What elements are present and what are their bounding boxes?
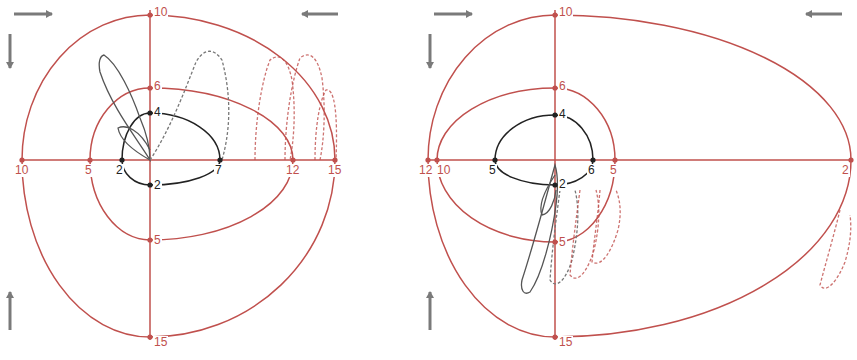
contour-curve: [495, 115, 593, 185]
axis-value: 2: [841, 164, 850, 177]
axis-value: 10: [153, 6, 168, 19]
point-dot: [19, 157, 24, 162]
point-dot: [147, 12, 152, 17]
direction-arrows: [10, 14, 842, 330]
point-dot: [147, 85, 152, 90]
axis-value: 10: [436, 164, 451, 177]
point-dot: [552, 239, 557, 244]
axis-value: 5: [558, 236, 567, 249]
point-dot: [332, 157, 337, 162]
axis-value: 5: [153, 234, 162, 247]
axis-value: 5: [609, 164, 618, 177]
contour-curve: [22, 15, 335, 337]
point-dot: [552, 334, 557, 339]
axis-value: 6: [153, 80, 162, 93]
point-dot: [290, 157, 295, 162]
contour-curve: [428, 15, 851, 337]
point-dot: [87, 157, 92, 162]
point-dot: [425, 157, 430, 162]
axis-value: 2: [115, 164, 124, 177]
point-dot: [552, 182, 557, 187]
contour-curve: [437, 88, 615, 242]
point-dot: [848, 157, 853, 162]
axis-line: [20, 159, 336, 161]
point-dot: [217, 157, 222, 162]
axis-line: [149, 10, 151, 340]
axis-value: 2: [153, 179, 162, 192]
axis-value: 15: [153, 336, 168, 349]
point-dot: [552, 112, 557, 117]
axis-value: 5: [488, 164, 497, 177]
axis-value: 7: [214, 164, 223, 177]
axis-value: 6: [587, 164, 596, 177]
axis-value: 5: [84, 164, 93, 177]
point-dot: [552, 12, 557, 17]
point-dot: [119, 157, 124, 162]
point-dot: [492, 157, 497, 162]
point-dot: [590, 157, 595, 162]
point-dot: [147, 237, 152, 242]
point-dot: [612, 157, 617, 162]
point-dot: [147, 110, 152, 115]
axis-value: 10: [14, 164, 29, 177]
axis-value: 15: [558, 336, 573, 349]
axis-value: 12: [285, 164, 300, 177]
axis-value: 2: [558, 178, 567, 191]
contour-curve: [90, 88, 293, 240]
axis-value: 12: [418, 164, 433, 177]
point-dot: [147, 182, 152, 187]
point-dot: [147, 334, 152, 339]
point-dot: [434, 157, 439, 162]
axis-value: 6: [558, 80, 567, 93]
axis-line: [426, 159, 852, 161]
axis-value: 15: [327, 164, 342, 177]
axis-value: 4: [153, 106, 162, 119]
lobe-shapes: [99, 51, 851, 293]
point-dot: [552, 85, 557, 90]
contour-curve: [122, 113, 220, 185]
axis-value: 10: [558, 6, 573, 19]
axis-value: 4: [558, 108, 567, 121]
